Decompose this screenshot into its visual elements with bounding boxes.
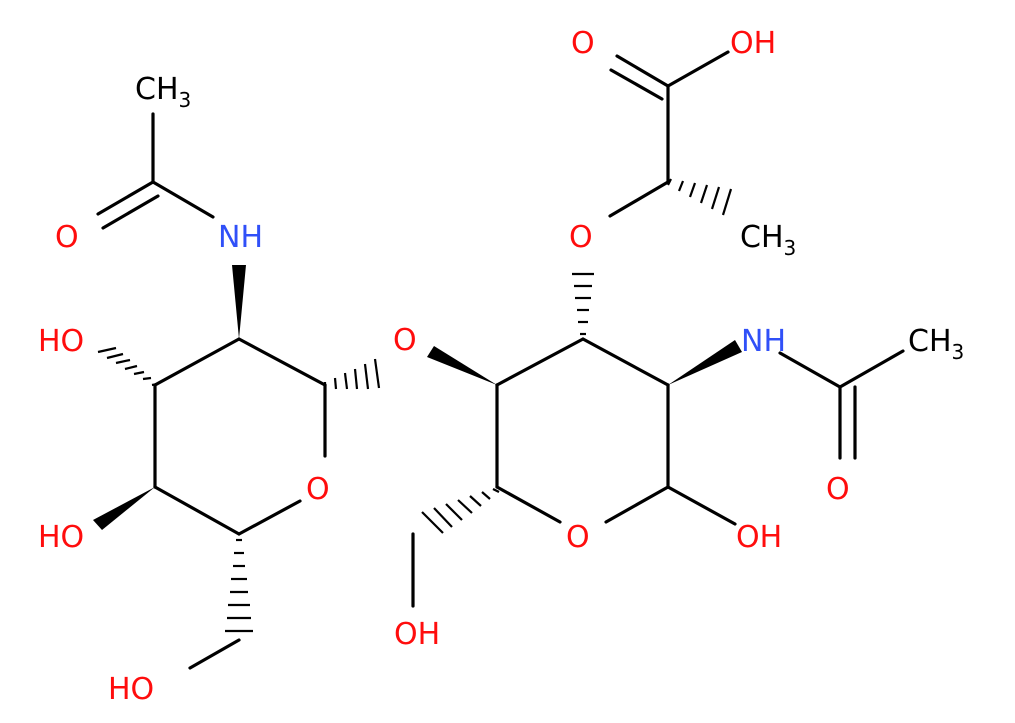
bond <box>153 485 241 536</box>
carbonyl-oxygen-label: O <box>55 220 79 255</box>
methyl-label: CH3 <box>135 72 191 112</box>
acid-carbonyl-oxygen-label: O <box>571 26 595 61</box>
glycosidic-oxygen-label: O <box>393 323 417 358</box>
bond <box>778 351 842 389</box>
bond <box>615 54 670 88</box>
bond <box>153 337 241 387</box>
bonds <box>96 50 905 670</box>
methyl-label: CH3 <box>740 220 796 260</box>
wedge-bond <box>93 487 155 530</box>
bond <box>237 499 302 536</box>
bond <box>495 337 585 387</box>
hydroxymethyl-label: HO <box>108 672 154 707</box>
hashed-bonds <box>97 178 733 633</box>
wedge-bonds <box>93 265 742 530</box>
bond <box>151 180 215 219</box>
bond <box>495 485 562 524</box>
bond <box>604 485 670 524</box>
wedge-bond <box>427 346 497 385</box>
bond <box>101 194 160 230</box>
hydroxyl-label: HO <box>38 520 84 555</box>
carbonyl-oxygen-label: O <box>826 472 850 507</box>
bond <box>838 349 905 389</box>
wedge-bond <box>232 265 246 339</box>
amide-nitrogen-label: NH <box>218 220 263 255</box>
hydroxymethyl-label: OH <box>394 617 440 652</box>
hydroxyl-label: HO <box>38 324 84 359</box>
bond <box>666 50 730 88</box>
anomeric-hydroxyl-label: OH <box>736 520 782 555</box>
atom-labels: CH3 O NH HO O O HO HO O OH O CH3 NH CH3 … <box>38 26 964 707</box>
amide-nitrogen-label: NH <box>741 324 786 359</box>
wedge-bond <box>668 340 742 385</box>
bond <box>188 638 241 670</box>
acid-hydroxyl-label: OH <box>730 26 776 61</box>
bond <box>96 180 155 216</box>
bond <box>609 68 664 101</box>
ring-oxygen-label: O <box>306 472 330 507</box>
bond <box>608 180 670 218</box>
bond <box>666 485 737 526</box>
ring-oxygen-label: O <box>566 520 590 555</box>
bond <box>237 337 327 387</box>
methyl-label: CH3 <box>908 324 964 364</box>
ether-oxygen-label: O <box>569 220 593 255</box>
bond <box>581 337 670 387</box>
